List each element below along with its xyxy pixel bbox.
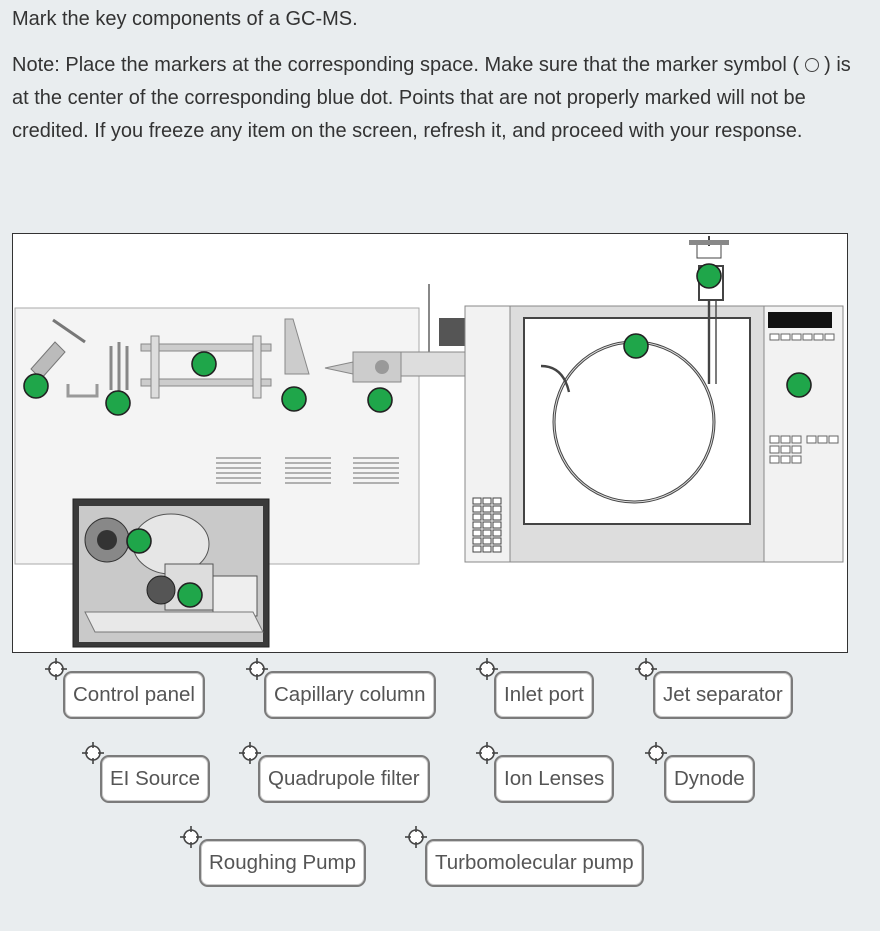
note-text-part2: ) is at the center of the corresponding … (12, 54, 851, 142)
crosshair-marker-icon[interactable] (476, 742, 498, 764)
crosshair-marker-icon[interactable] (405, 826, 427, 848)
label-ion-lenses[interactable]: Ion Lenses (494, 755, 615, 803)
target-dot (696, 263, 722, 289)
label-inlet-port[interactable]: Inlet port (494, 671, 594, 719)
target-dots[interactable] (23, 263, 812, 608)
target-dot (23, 373, 49, 399)
crosshair-marker-icon[interactable] (635, 658, 657, 680)
crosshair-marker-icon[interactable] (45, 658, 67, 680)
question-note: Note: Place the markers at the correspon… (12, 49, 862, 148)
label-jet-separator[interactable]: Jet separator (653, 671, 793, 719)
target-dot (367, 387, 393, 413)
pump-photo (72, 498, 270, 648)
target-dot (126, 528, 152, 554)
crosshair-marker-icon[interactable] (645, 742, 667, 764)
label-quadrupole-filter[interactable]: Quadrupole filter (258, 755, 430, 803)
target-dot (786, 372, 812, 398)
gc-oven (464, 236, 844, 563)
label-ei-source[interactable]: EI Source (100, 755, 211, 803)
crosshair-marker-icon[interactable] (82, 742, 104, 764)
crosshair-marker-icon[interactable] (239, 742, 261, 764)
note-text-part1: Note: Place the markers at the correspon… (12, 54, 805, 76)
label-dynode[interactable]: Dynode (664, 755, 755, 803)
label-roughing-pump[interactable]: Roughing Pump (199, 839, 367, 887)
target-dot (191, 351, 217, 377)
label-control-panel[interactable]: Control panel (63, 671, 205, 719)
label-turbomolecular-pump[interactable]: Turbomolecular pump (425, 839, 644, 887)
question-title: Mark the key components of a GC-MS. (12, 8, 358, 30)
target-dot (177, 582, 203, 608)
target-dot (281, 386, 307, 412)
gcms-diagram[interactable] (12, 233, 848, 653)
target-dot (105, 390, 131, 416)
crosshair-marker-icon[interactable] (246, 658, 268, 680)
label-capillary-column[interactable]: Capillary column (264, 671, 436, 719)
crosshair-marker-icon[interactable] (180, 826, 202, 848)
marker-circle-icon (804, 58, 819, 72)
target-dot (623, 333, 649, 359)
crosshair-marker-icon[interactable] (476, 658, 498, 680)
